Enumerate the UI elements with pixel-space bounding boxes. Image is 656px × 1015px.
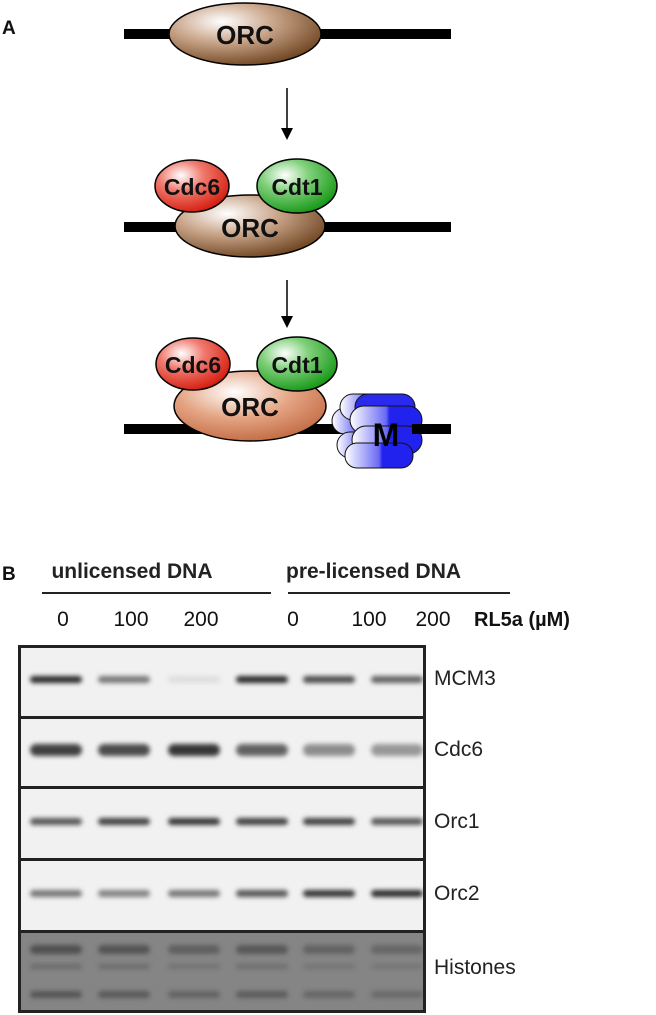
panel-a-letter: A	[2, 18, 16, 39]
concentration-label: 200	[415, 608, 451, 631]
band	[303, 945, 355, 954]
blot-panel-mcm3	[21, 648, 423, 719]
band	[236, 744, 288, 756]
band	[303, 744, 355, 756]
band	[30, 991, 82, 998]
group-label-unlicensed: unlicensed DNA	[51, 560, 213, 583]
state-1-orc-bound: ORC	[124, 2, 451, 66]
band	[303, 964, 355, 969]
orc-label: ORC	[221, 213, 279, 243]
band	[236, 818, 288, 825]
concentration-label: 0	[57, 608, 69, 631]
group-line-unlicensed	[42, 592, 271, 594]
blot-panel-orc1	[21, 789, 423, 861]
concentration-label: 100	[351, 608, 387, 631]
blot-panel-cdc6	[21, 719, 423, 789]
state-3-mcm-loaded: ORC Cdc6 Cdt1 M	[124, 336, 451, 469]
western-blot	[18, 645, 426, 1013]
cdc6-protein	[154, 159, 230, 213]
band	[168, 744, 220, 756]
cdt1-protein	[256, 336, 338, 392]
band	[303, 818, 355, 825]
arrow-head-icon	[281, 316, 293, 328]
band	[371, 890, 423, 897]
band	[168, 991, 220, 998]
band	[236, 676, 288, 683]
row-label-cdc6: Cdc6	[434, 738, 484, 761]
arrow-head-icon	[281, 128, 293, 140]
concentration-label: 200	[183, 608, 219, 631]
band	[371, 945, 423, 954]
row-label-mcm3: MCM3	[434, 667, 496, 690]
blot-panel-histones	[21, 933, 423, 1010]
band	[168, 945, 220, 954]
arrow-1	[281, 88, 293, 140]
band	[98, 890, 150, 897]
concentration-label: 0	[287, 608, 299, 631]
licensing-diagram: ORC ORC Cdc6 Cdt1 ORC Cdc6 Cdt1	[124, 2, 451, 469]
band	[98, 991, 150, 998]
orc-label: ORC	[216, 20, 274, 50]
band	[236, 991, 288, 998]
band	[236, 964, 288, 969]
cdt1-label: Cdt1	[271, 174, 322, 200]
band	[98, 818, 150, 825]
cdc6-protein	[155, 337, 231, 391]
state-2-cdc6-cdt1-recruited: ORC Cdc6 Cdt1	[124, 158, 451, 258]
band	[30, 945, 82, 954]
band	[98, 964, 150, 969]
band	[236, 945, 288, 954]
arrow-2	[281, 280, 293, 328]
panel-b-letter: B	[2, 564, 16, 585]
band	[168, 818, 220, 825]
band	[371, 991, 423, 998]
row-label-histones: Histones	[434, 956, 516, 979]
band	[98, 676, 150, 683]
band	[303, 991, 355, 998]
band	[371, 818, 423, 825]
cdc6-label: Cdc6	[164, 174, 220, 200]
band	[30, 964, 82, 969]
band	[30, 744, 82, 756]
band	[371, 964, 423, 969]
band	[371, 744, 423, 756]
band	[30, 676, 82, 683]
orc-complex	[168, 2, 322, 66]
band	[236, 890, 288, 897]
mcm-helicase: M	[331, 393, 451, 469]
band	[371, 676, 423, 683]
band	[168, 676, 220, 683]
concentration-label: 100	[113, 608, 149, 631]
orc-label: ORC	[221, 392, 279, 422]
band	[303, 890, 355, 897]
cdc6-label: Cdc6	[165, 352, 221, 378]
rl5a-axis-title: RL5a (µM)	[474, 609, 570, 631]
blot-panel-orc2	[21, 861, 423, 933]
band	[168, 890, 220, 897]
group-label-prelicensed: pre-licensed DNA	[286, 560, 462, 583]
mcm-label: M	[373, 417, 400, 453]
group-line-prelicensed	[288, 592, 510, 594]
band	[98, 945, 150, 954]
band	[30, 818, 82, 825]
row-label-orc2: Orc2	[434, 882, 480, 905]
cdt1-label: Cdt1	[271, 352, 322, 378]
band	[30, 890, 82, 897]
band	[303, 676, 355, 683]
band	[168, 964, 220, 969]
cdt1-protein	[256, 158, 338, 214]
band	[98, 744, 150, 756]
row-label-orc1: Orc1	[434, 810, 480, 833]
